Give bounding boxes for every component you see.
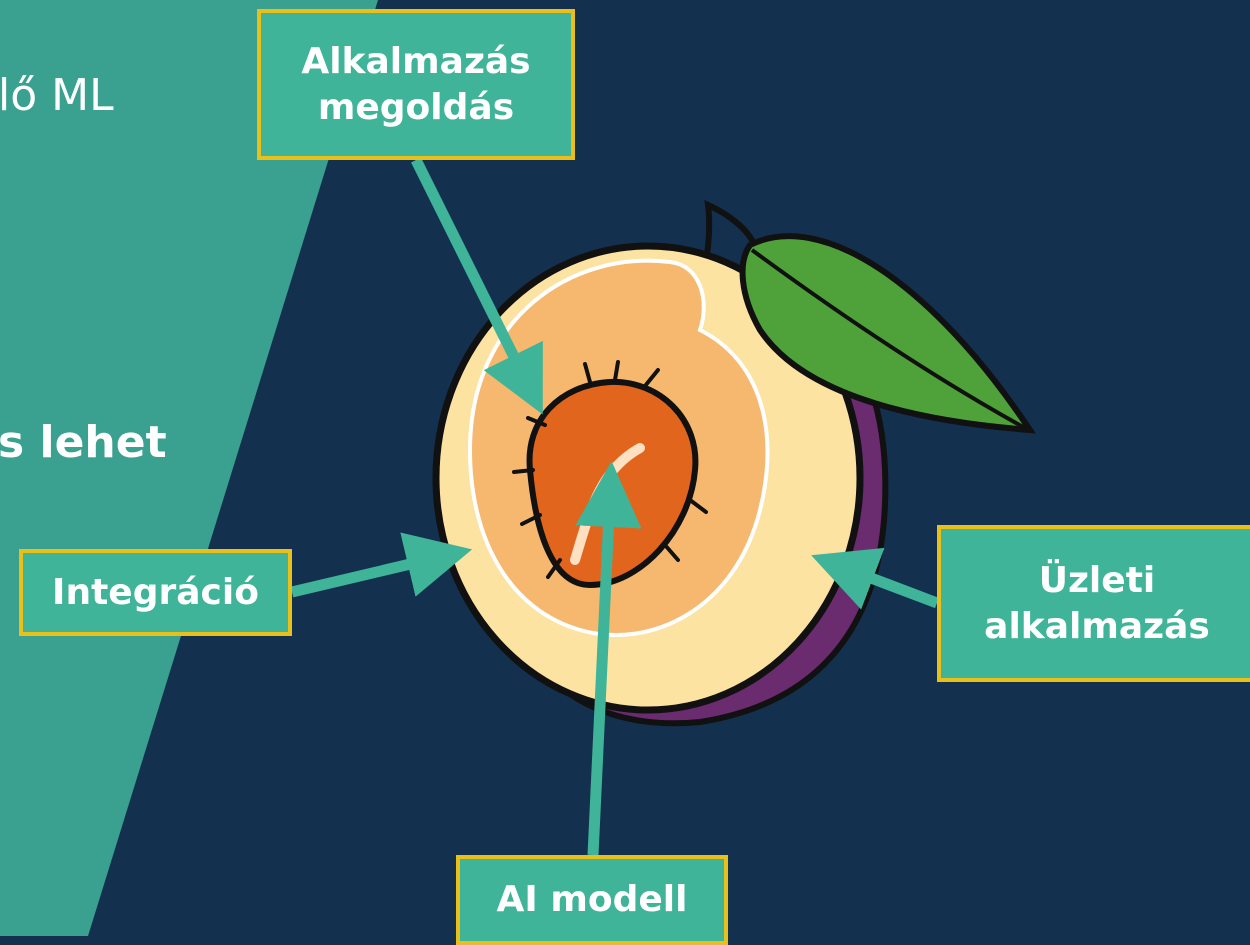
label-application-solution-line2: megoldás (301, 85, 530, 131)
label-ai-model: AI modell (456, 855, 728, 945)
label-business-application: Üzleti alkalmazás (937, 525, 1250, 682)
label-application-solution: Alkalmazás megoldás (257, 9, 575, 160)
background-text-line-1: lő ML (0, 70, 114, 121)
label-integration-text: Integráció (52, 570, 259, 616)
label-ai-model-text: AI modell (497, 877, 688, 923)
label-business-application-line1: Üzleti (984, 558, 1210, 604)
label-business-application-line2: alkalmazás (984, 604, 1210, 650)
label-application-solution-line1: Alkalmazás (301, 39, 530, 85)
background-text-line-2: s lehet (0, 417, 167, 468)
label-integration: Integráció (19, 549, 292, 636)
arrow-left (292, 557, 440, 592)
